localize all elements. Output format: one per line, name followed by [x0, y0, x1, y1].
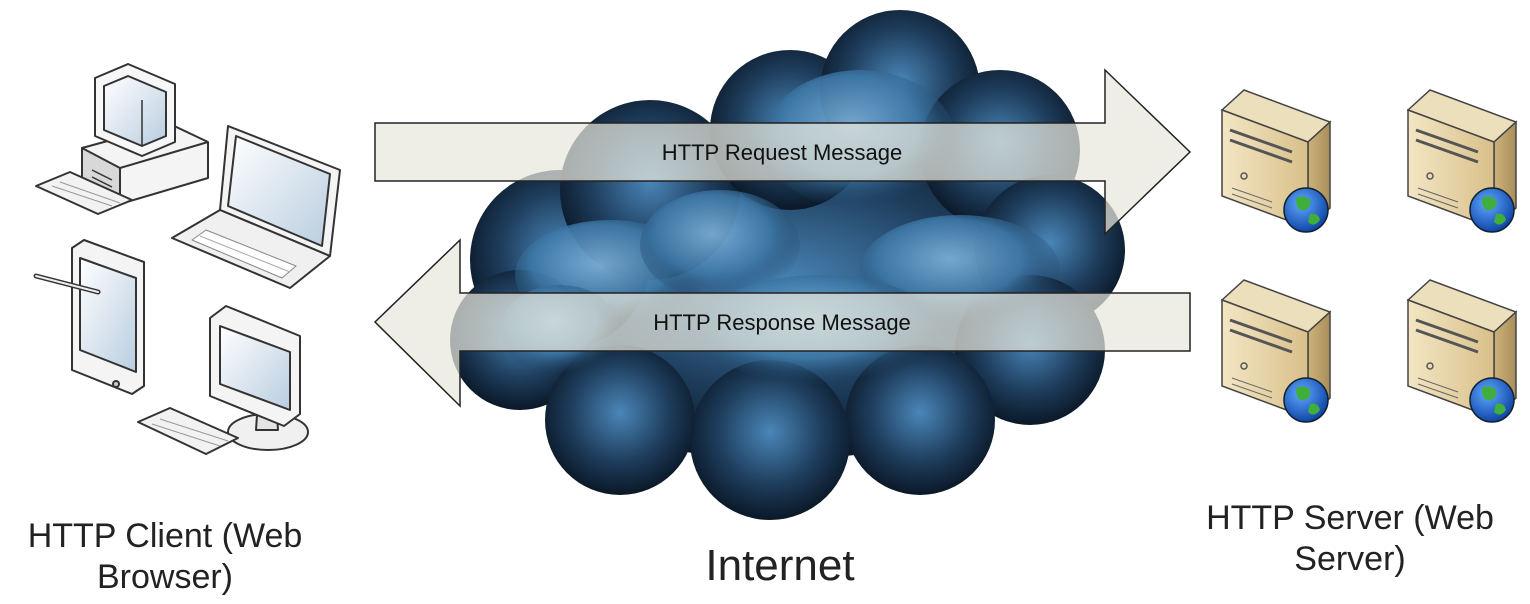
http-server-caption: HTTP Server (Web Server) [1206, 499, 1494, 578]
desktop-computer-icon [35, 63, 209, 215]
web-server-icon [1406, 89, 1518, 233]
web-server-icon [1406, 279, 1518, 423]
web-server-icon [1220, 89, 1332, 233]
tablet-icon [33, 239, 145, 395]
web-server-icon [1220, 279, 1332, 423]
internet-cloud [450, 10, 1125, 520]
request-arrow: HTTP Request Message [374, 68, 1192, 236]
request-message-label: HTTP Request Message [662, 140, 902, 165]
client-devices [33, 63, 341, 455]
response-message-label: HTTP Response Message [653, 310, 911, 335]
internet-caption: Internet [705, 541, 855, 590]
response-arrow: HTTP Response Message [373, 238, 1191, 408]
http-client-caption: HTTP Client (Web Browser) [27, 517, 303, 596]
server-farm [1220, 89, 1518, 423]
laptop-icon [171, 125, 341, 289]
monitor-icon [137, 305, 309, 455]
